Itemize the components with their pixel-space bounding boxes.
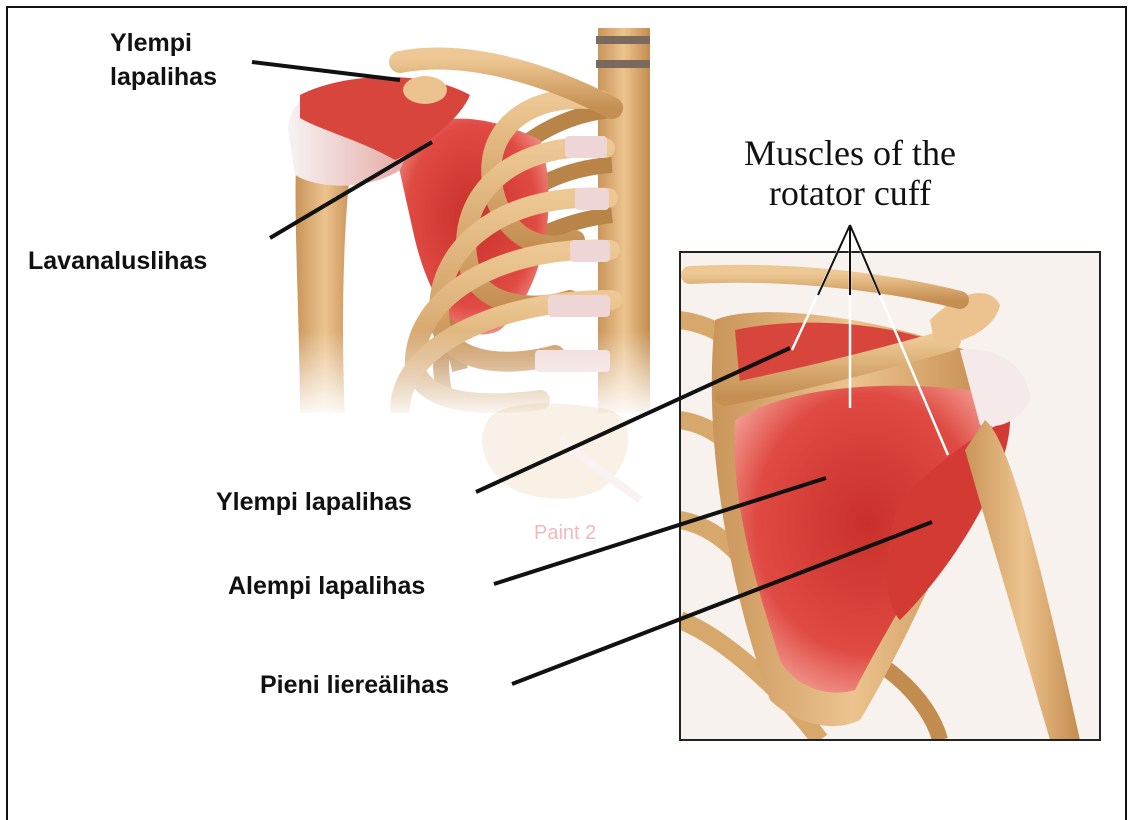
rotator-cuff-title-line1: Muscles of the	[700, 134, 1000, 172]
label-supraspinatus: Ylempi lapalihas	[216, 487, 412, 517]
rotator-cuff-title-line2: rotator cuff	[700, 174, 1000, 212]
label-subscapularis: Lavanaluslihas	[28, 246, 207, 276]
watermark-text: Paint 2	[534, 522, 596, 545]
label-teres-minor: Pieni liereälihas	[260, 670, 449, 700]
rotator-cuff-view	[680, 252, 1100, 740]
label-top-supraspinatus-line2: lapalihas	[110, 62, 217, 92]
label-infraspinatus: Alempi lapalihas	[228, 571, 425, 601]
chest-front-view	[255, 28, 655, 420]
label-top-supraspinatus-line1: Ylempi	[110, 28, 192, 58]
leader-line-top-supraspinatus	[252, 62, 400, 80]
